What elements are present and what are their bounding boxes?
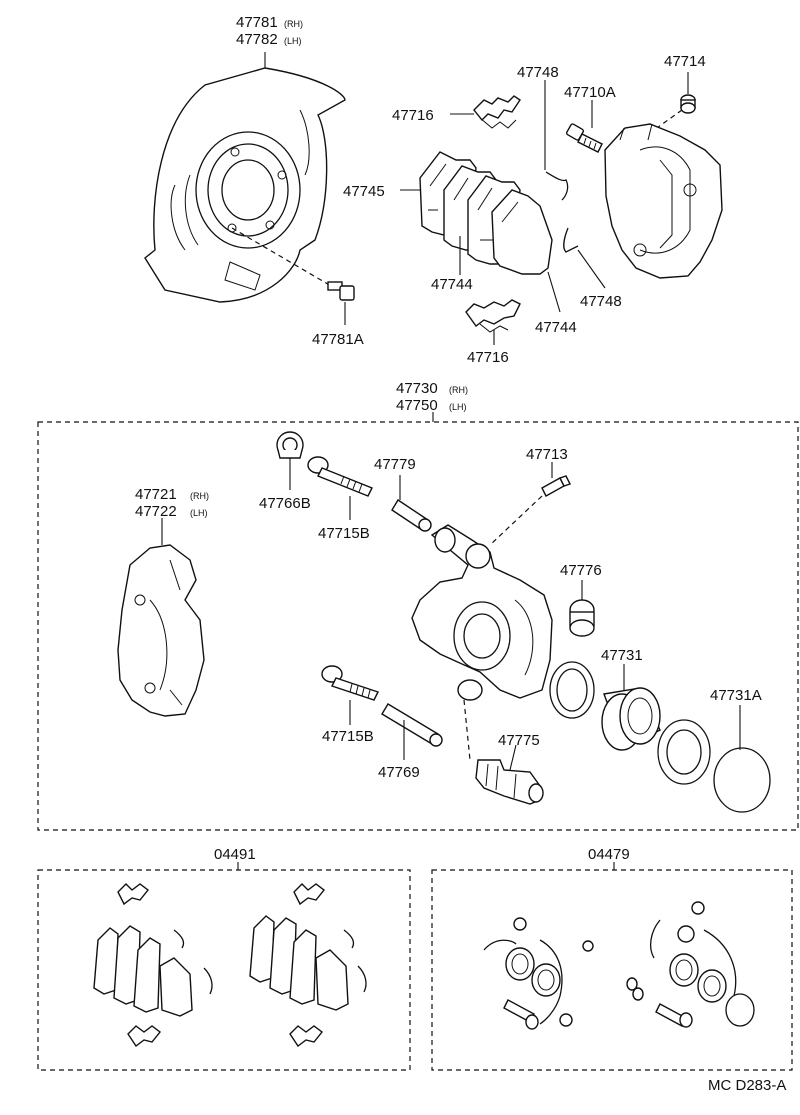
piston [601,687,661,751]
label-47722-lh: (LH) [190,508,208,518]
label-47714: 47714 [664,53,706,70]
label-47721-rh: (RH) [190,491,209,501]
label-47781a: 47781A [312,331,364,348]
snap-ring [713,747,771,813]
piston-boot [657,719,711,785]
label-47713: 47713 [526,446,568,463]
pin-boot-47775 [475,759,544,805]
shim-clips-bottom [465,299,521,333]
label-47744-b: 47744 [535,319,577,336]
brake-pads [419,151,553,275]
label-47748-top: 47748 [517,64,559,81]
label-47776: 47776 [560,562,602,579]
label-47744-a: 47744 [431,276,473,293]
bolt-47781a [327,281,355,301]
spring-47748-bottom [563,227,579,253]
label-47779: 47779 [374,456,416,473]
bleeder-47713 [541,475,571,497]
bolt-47710a [565,123,603,153]
torque-plate [604,123,723,279]
pin-47779 [391,499,432,532]
label-47750: 47750 [396,397,438,414]
label-47716-top: 47716 [392,107,434,124]
label-47745: 47745 [343,183,385,200]
kit-04479-contents [483,901,755,1030]
label-47748-bottom: 47748 [580,293,622,310]
kit-04479-frame [431,869,793,1071]
label-47730: 47730 [396,380,438,397]
caliper-assy-frame [37,421,799,831]
label-47716-bottom: 47716 [467,349,509,366]
label-47715b-bottom: 47715B [322,728,374,745]
pin-bolt-bottom [321,665,379,701]
bushing-47776 [569,599,595,637]
label-47750-lh: (LH) [449,402,467,412]
label-47769: 47769 [378,764,420,781]
label-47781-rh: (RH) [284,19,303,29]
label-47731a: 47731A [710,687,762,704]
label-47731: 47731 [601,647,643,664]
kit-04491-contents [93,883,367,1048]
label-47782: 47782 [236,31,278,48]
spring-47748-top [545,171,569,201]
label-47722: 47722 [135,503,177,520]
label-47781: 47781 [236,14,278,31]
diagram-code: MC D283-A [708,1077,786,1094]
label-47721: 47721 [135,486,177,503]
callout-labels: 47781 (RH) 47782 (LH) 47781A 47748 47714… [135,14,786,1094]
caliper-body [411,524,553,701]
label-04491: 04491 [214,846,256,863]
label-47766b: 47766B [259,495,311,512]
label-47715b-top: 47715B [318,525,370,542]
kit-04491-frame [37,869,411,1071]
label-47730-rh: (RH) [449,385,468,395]
label-04479: 04479 [588,846,630,863]
pad-support-plate [117,544,205,717]
bushing-47714 [680,94,696,114]
shim-clips-top [473,95,521,129]
label-47782-lh: (LH) [284,36,302,46]
boot-47766b [276,431,304,459]
label-47775: 47775 [498,732,540,749]
label-47710a: 47710A [564,84,616,101]
piston-seal [549,661,595,719]
pin-bolt-top [307,456,373,497]
pin-47769 [381,703,443,747]
dust-cover [144,67,346,303]
